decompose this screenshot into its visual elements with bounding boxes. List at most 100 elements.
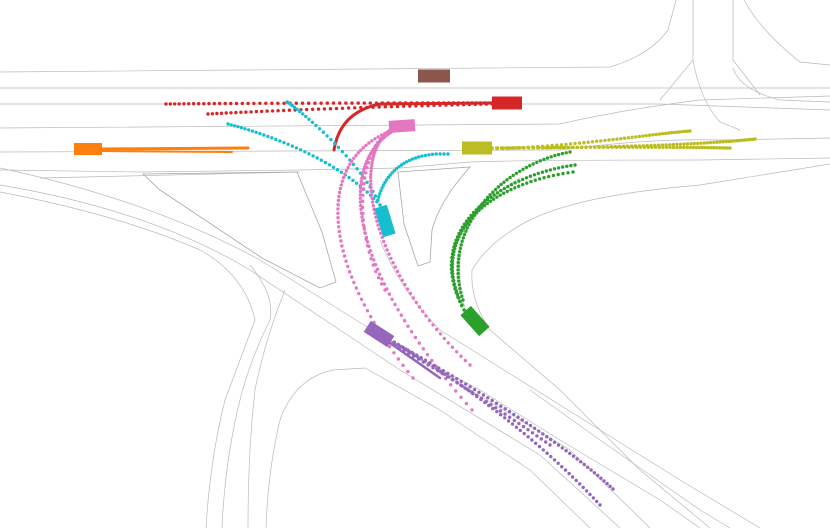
green-traj-c-point: [481, 201, 485, 205]
olive-traj-c-point: [511, 146, 515, 150]
island-right: [397, 166, 471, 267]
olive-traj-a-point: [692, 141, 696, 146]
green-traj-c-point: [505, 178, 509, 182]
purple-traj-a-point: [560, 446, 564, 450]
green-traj-c-point: [456, 257, 461, 261]
cyan-traj-b-point: [327, 163, 332, 167]
pink-traj-d-point: [383, 288, 387, 292]
green-traj-c-point: [456, 264, 460, 268]
pink-traj-b-point: [362, 167, 366, 172]
cyan-traj-a-point: [344, 154, 348, 158]
purple-traj-b-point: [522, 431, 526, 436]
olive-traj-b-point: [637, 134, 641, 139]
cyan-traj-a-point: [307, 117, 311, 122]
green-traj-b-point: [542, 176, 546, 180]
purple-traj-b-point: [556, 461, 560, 465]
green-traj-a-point: [532, 173, 537, 177]
green-traj-c-point: [456, 271, 460, 276]
purple-traj-a-point: [477, 390, 481, 394]
pink-traj-a-point: [411, 376, 415, 380]
purple-vehicle: [363, 320, 395, 348]
green-traj-c-point: [524, 165, 529, 170]
green-traj-c-point: [457, 253, 461, 258]
pink-traj-b-point: [390, 297, 394, 301]
olive-traj-b-point: [607, 138, 611, 142]
green-traj-c-point: [502, 180, 506, 184]
purple-traj-a-point: [486, 396, 490, 400]
pink-traj-d-point: [374, 269, 378, 274]
pink-traj-a-point: [336, 207, 340, 211]
pink-traj-a-point: [343, 172, 347, 176]
olive-traj-a-point: [702, 141, 706, 145]
purple-traj-a-point: [481, 393, 486, 397]
pink-traj-d-point: [364, 171, 368, 175]
red-traj-a-point: [276, 101, 280, 106]
pink-traj-d-point: [361, 199, 365, 203]
purple-traj-b-point: [499, 413, 503, 417]
cyan-traj-b-point: [232, 124, 237, 128]
pink-traj-c-point: [376, 223, 380, 227]
green-traj-a-point: [462, 308, 466, 312]
green-traj-c-point: [472, 213, 476, 217]
pink-traj-b-point: [454, 389, 458, 393]
purple-traj-a-point: [556, 443, 561, 447]
purple-traj-a-point: [608, 484, 612, 488]
olive-traj-c-point: [712, 146, 716, 150]
red-traj-a-point: [331, 101, 336, 105]
pink-traj-d-point: [386, 130, 390, 134]
cyan-traj-b: [226, 122, 382, 207]
purple-traj-c-point: [493, 406, 498, 410]
olive-traj-c-point: [691, 145, 695, 150]
orange-vehicle: [74, 143, 102, 155]
pink-traj-a-point: [337, 225, 341, 229]
green-traj-c-point: [553, 153, 557, 158]
olive-traj-a-point: [712, 140, 716, 145]
red-traj-b-point: [402, 104, 406, 109]
pink-traj-a-point: [336, 211, 340, 215]
cyan-traj-a-point: [321, 130, 325, 134]
olive-traj-a-point: [732, 139, 737, 143]
red-traj-b-point: [287, 108, 292, 112]
pink-traj-c-point: [393, 265, 397, 269]
pink-traj-c-point: [374, 215, 378, 219]
olive-traj-c-point: [532, 146, 536, 150]
green-traj-b-point: [529, 179, 533, 184]
pink-traj-c-point: [405, 287, 410, 291]
pink-traj-a-point: [340, 179, 345, 183]
red-traj-b-point: [276, 109, 280, 113]
pink-traj-c-point: [371, 155, 376, 159]
olive-traj-b-point: [669, 131, 674, 135]
green-traj-b-point: [460, 303, 464, 307]
olive-traj-b-point: [657, 132, 662, 136]
purple-traj-a-point: [468, 385, 472, 389]
red-traj-a-point: [368, 101, 372, 105]
pink-traj-d-point: [383, 132, 387, 136]
red-traj-b-point: [249, 110, 253, 114]
green-traj-b-point: [453, 243, 458, 248]
pink-traj-c-point: [408, 291, 413, 296]
red-traj-a-point: [177, 102, 181, 106]
olive-traj-c-point: [664, 145, 669, 149]
pink-traj-b-point: [382, 282, 386, 286]
cyan-traj-c-point: [410, 157, 415, 161]
purple-traj-b-point: [574, 478, 578, 483]
olive-traj-c: [490, 145, 732, 150]
pink-traj-a-point: [338, 234, 342, 238]
pink-traj-d-point: [373, 144, 378, 148]
pink-traj-c-point: [446, 341, 450, 345]
pink-traj-b-point: [393, 302, 397, 307]
green-traj-a-point: [492, 193, 496, 197]
pink-traj-c-point: [395, 269, 400, 274]
green-traj-b-point: [463, 223, 468, 228]
olive-traj-b-point: [630, 135, 634, 139]
cyan-traj-a-point: [365, 180, 369, 184]
purple-traj-b-point: [563, 468, 568, 472]
green-traj-c-point: [545, 156, 550, 160]
red-traj-b-point: [383, 105, 387, 109]
purple-traj-a-point: [605, 481, 609, 486]
olive-traj-b-point: [675, 130, 679, 134]
purple-traj-c-point: [512, 418, 516, 423]
red-traj-a-point: [234, 101, 239, 106]
purple-traj-b-point: [396, 342, 400, 347]
green-traj-b-point: [509, 187, 513, 192]
